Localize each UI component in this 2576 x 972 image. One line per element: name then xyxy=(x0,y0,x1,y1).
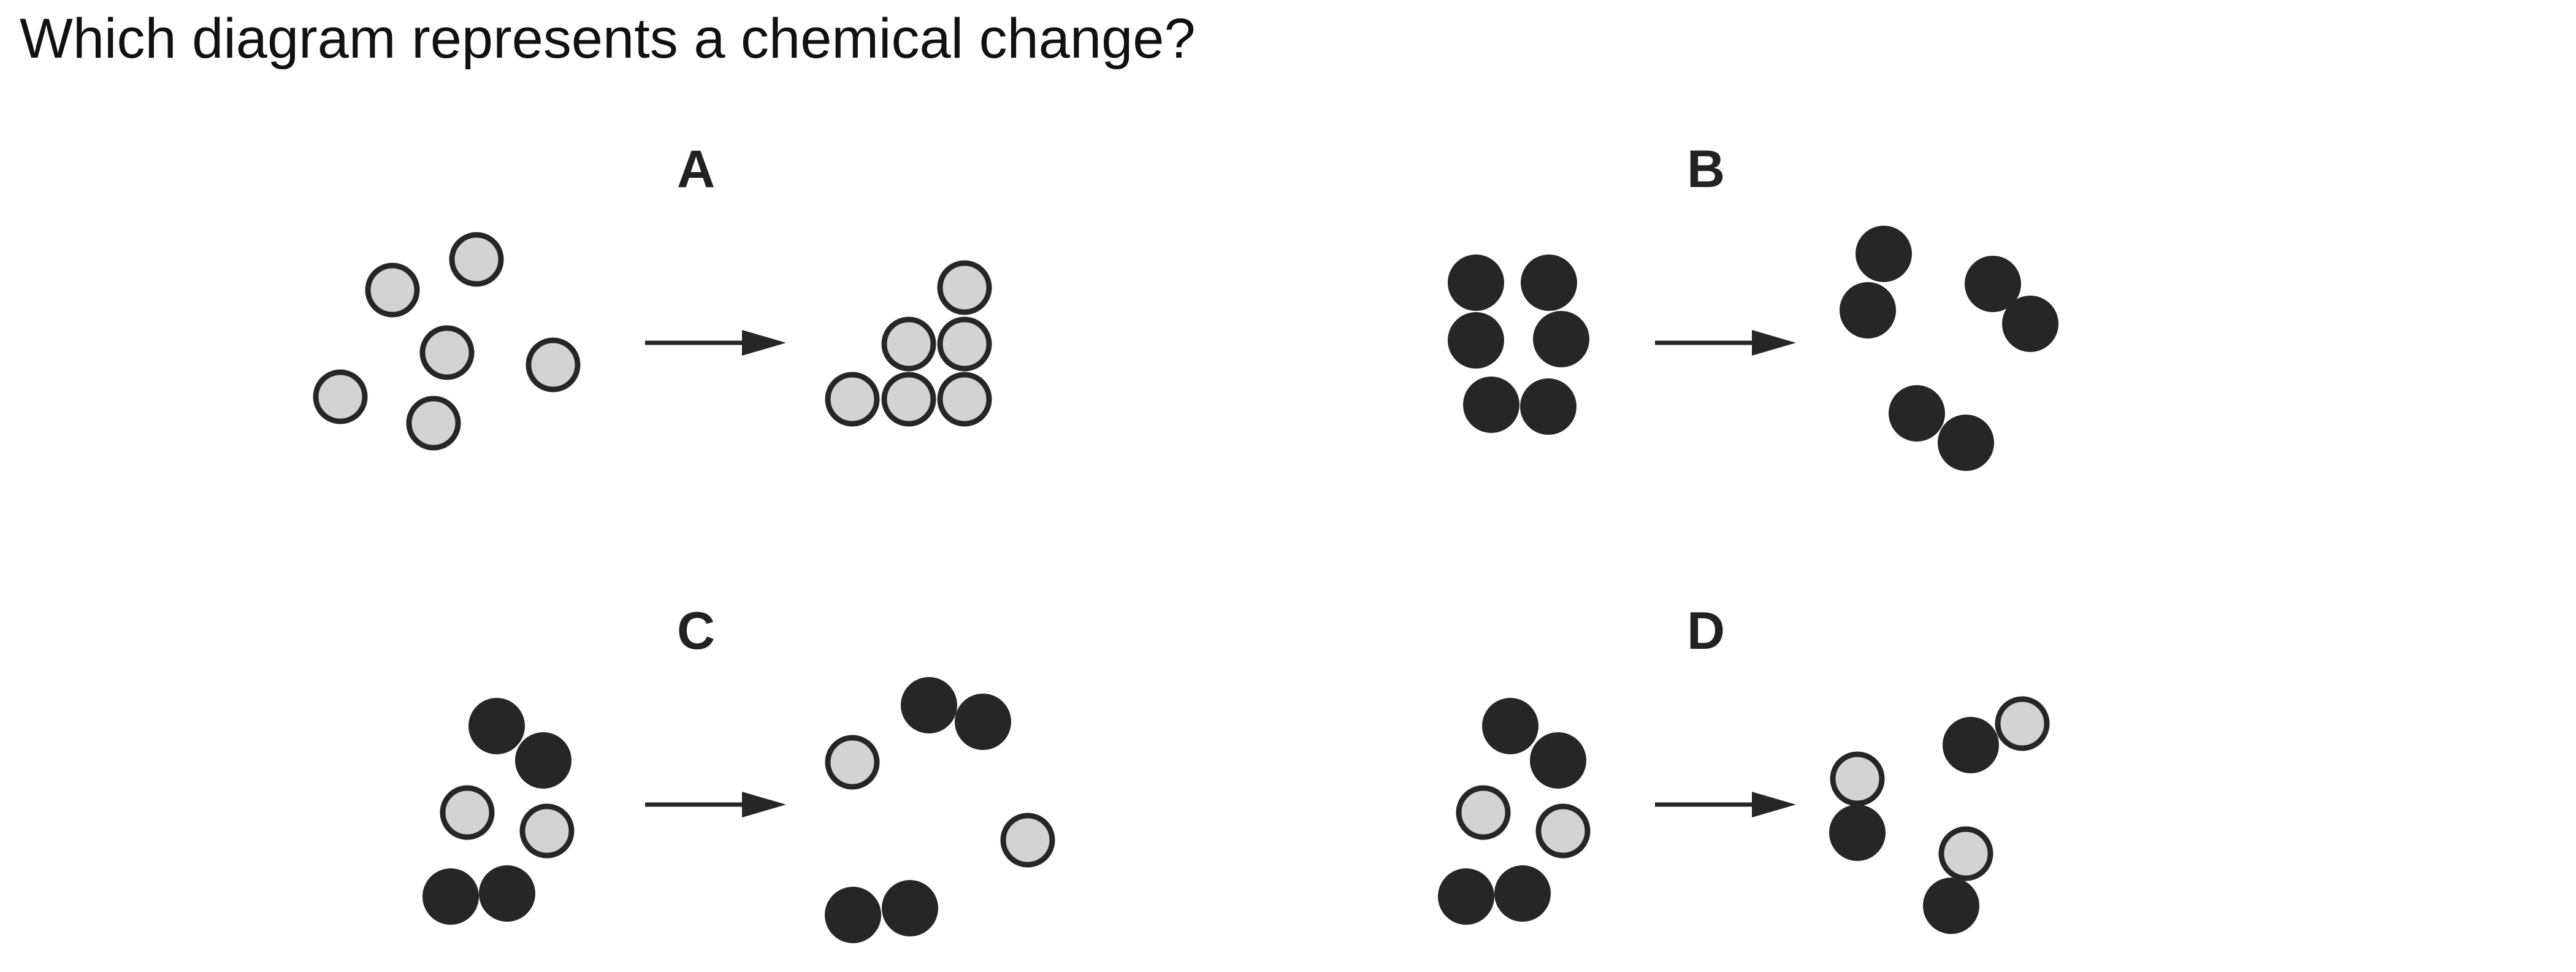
dark-particle xyxy=(1438,868,1494,925)
dark-particle xyxy=(1965,256,2021,312)
dark-particle xyxy=(1889,385,1945,442)
dark-particle xyxy=(825,887,881,943)
panel-c-before xyxy=(422,698,575,925)
light-particle xyxy=(937,316,992,372)
light-particle xyxy=(406,396,461,451)
dark-particle xyxy=(1829,805,1886,861)
light-particle xyxy=(440,785,495,840)
panel-a[interactable]: A xyxy=(313,140,992,451)
light-particle xyxy=(825,372,880,427)
light-particle xyxy=(419,325,475,380)
light-particle xyxy=(365,262,420,318)
reaction-arrow xyxy=(1655,330,1796,356)
panel-b[interactable]: B xyxy=(1448,140,2058,471)
panel-a-after xyxy=(825,260,992,427)
dark-particle xyxy=(1494,865,1551,922)
reaction-arrow xyxy=(1655,792,1796,817)
panel-label-b: B xyxy=(1687,140,1725,199)
dark-particle xyxy=(1938,415,1994,471)
light-particle xyxy=(526,337,581,392)
dark-particle xyxy=(468,698,525,754)
light-particle xyxy=(937,260,992,315)
panel-label-c: C xyxy=(677,602,715,660)
light-particle xyxy=(1938,826,1993,881)
light-particle xyxy=(1000,813,1055,868)
dark-particle xyxy=(1943,717,1999,773)
reaction-arrow xyxy=(645,792,786,817)
dark-particle xyxy=(515,732,571,789)
panel-a-before xyxy=(313,232,581,451)
light-particle xyxy=(1830,751,1885,806)
question-text: Which diagram represents a chemical chan… xyxy=(20,7,1196,70)
dark-particle xyxy=(1840,282,1896,339)
light-particle xyxy=(937,372,992,427)
light-particle xyxy=(881,316,936,372)
panel-label-d: D xyxy=(1687,602,1725,660)
panel-label-a: A xyxy=(677,140,715,199)
dark-particle xyxy=(1448,254,1504,311)
panel-d-after xyxy=(1829,696,2050,934)
reaction-arrow xyxy=(645,330,786,356)
dark-particle xyxy=(1482,698,1538,754)
light-particle xyxy=(881,372,936,427)
panel-d-before xyxy=(1438,698,1591,925)
dark-particle xyxy=(1923,878,1979,934)
panel-b-after xyxy=(1840,226,2058,471)
light-particle xyxy=(1535,803,1591,859)
light-particle xyxy=(313,369,368,424)
dark-particle xyxy=(2002,296,2058,352)
dark-particle xyxy=(1520,378,1577,435)
dark-particle xyxy=(1463,377,1519,433)
light-particle xyxy=(519,803,575,859)
dark-particle xyxy=(901,677,957,733)
panel-c-after xyxy=(825,677,1055,943)
dark-particle xyxy=(1530,732,1586,789)
dark-particle xyxy=(422,868,479,925)
dark-particle xyxy=(955,694,1011,750)
light-particle xyxy=(449,232,504,287)
light-particle xyxy=(1456,785,1511,840)
panel-b-before xyxy=(1448,254,1589,435)
light-particle xyxy=(1995,696,2050,751)
dark-particle xyxy=(1856,226,1912,282)
dark-particle xyxy=(1521,254,1577,311)
dark-particle xyxy=(1533,311,1589,367)
panel-d[interactable]: D xyxy=(1438,602,2050,934)
dark-particle xyxy=(1448,312,1504,369)
dark-particle xyxy=(479,865,535,922)
panel-c[interactable]: C xyxy=(422,602,1055,943)
dark-particle xyxy=(882,880,938,936)
light-particle xyxy=(825,735,880,790)
